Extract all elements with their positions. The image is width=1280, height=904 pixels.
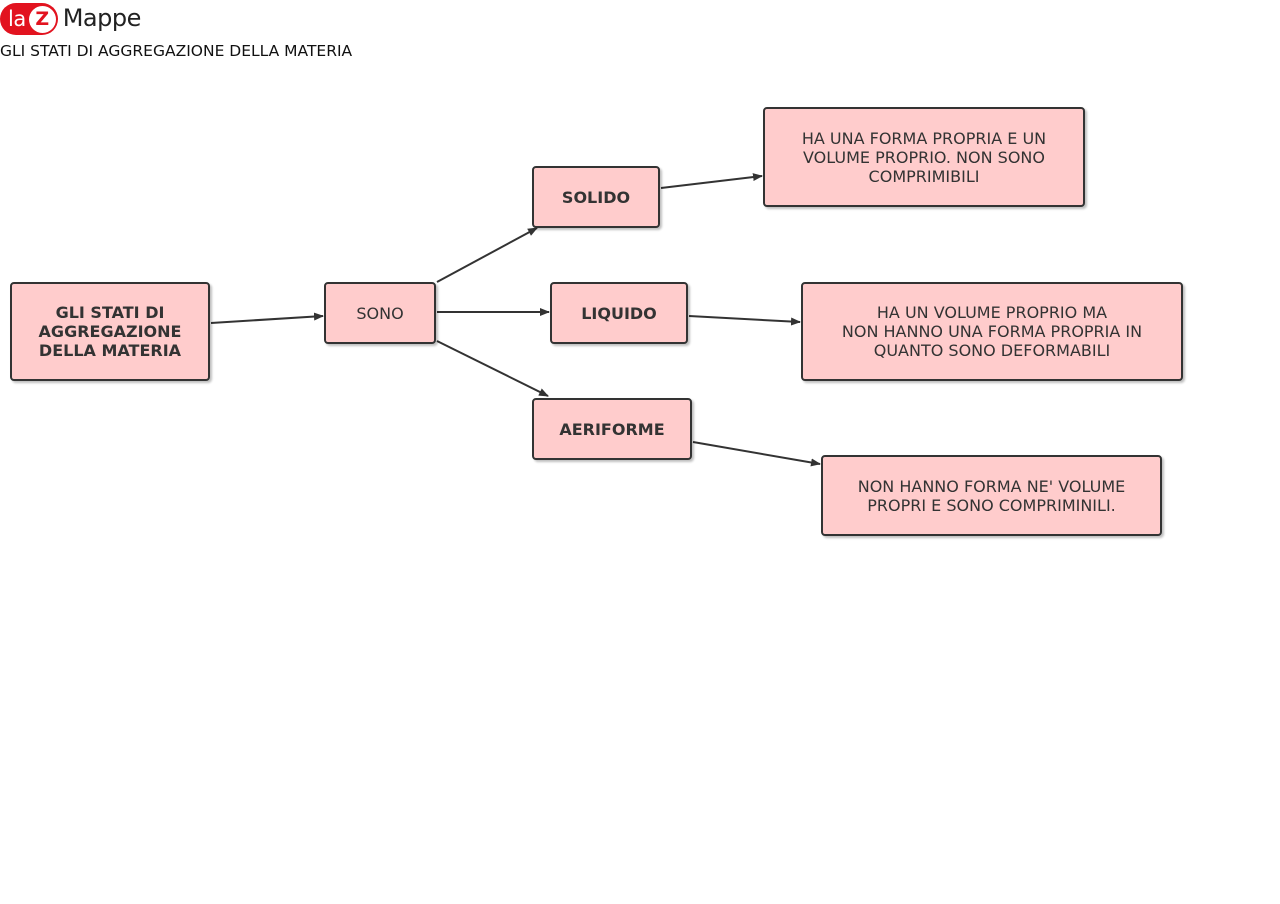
logo-la-text: la (8, 7, 26, 31)
edge-solido-to-desc (660, 173, 763, 189)
node-root[interactable]: GLI STATI DI AGGREGAZIONE DELLA MATERIA (10, 282, 210, 381)
node-aeriforme-description[interactable]: NON HANNO FORMA NE' VOLUME PROPRI E SONO… (821, 455, 1162, 536)
logo-mappe-text: Mappe (62, 4, 142, 32)
edge-aeriforme-to-desc (692, 441, 821, 467)
logo-badge: la Z (0, 3, 58, 35)
node-solido-description[interactable]: HA UNA FORMA PROPRIA E UN VOLUME PROPRIO… (763, 107, 1085, 207)
logo-z-mark: Z (28, 5, 56, 33)
edge-sono-to-aeriforme (436, 340, 549, 397)
node-liquido[interactable]: LIQUIDO (550, 282, 688, 344)
la-z-mappe-logo: la Z Mappe (0, 0, 141, 36)
node-solido[interactable]: SOLIDO (532, 166, 660, 228)
edge-root-to-sono (210, 312, 324, 324)
node-liquido-description[interactable]: HA UN VOLUME PROPRIO MA NON HANNO UNA FO… (801, 282, 1183, 381)
page-title: GLI STATI DI AGGREGAZIONE DELLA MATERIA (0, 42, 353, 60)
edge-sono-to-solido (436, 227, 538, 283)
node-sono[interactable]: SONO (324, 282, 436, 344)
node-aeriforme[interactable]: AERIFORME (532, 398, 692, 460)
edge-liquido-to-desc (688, 315, 801, 326)
